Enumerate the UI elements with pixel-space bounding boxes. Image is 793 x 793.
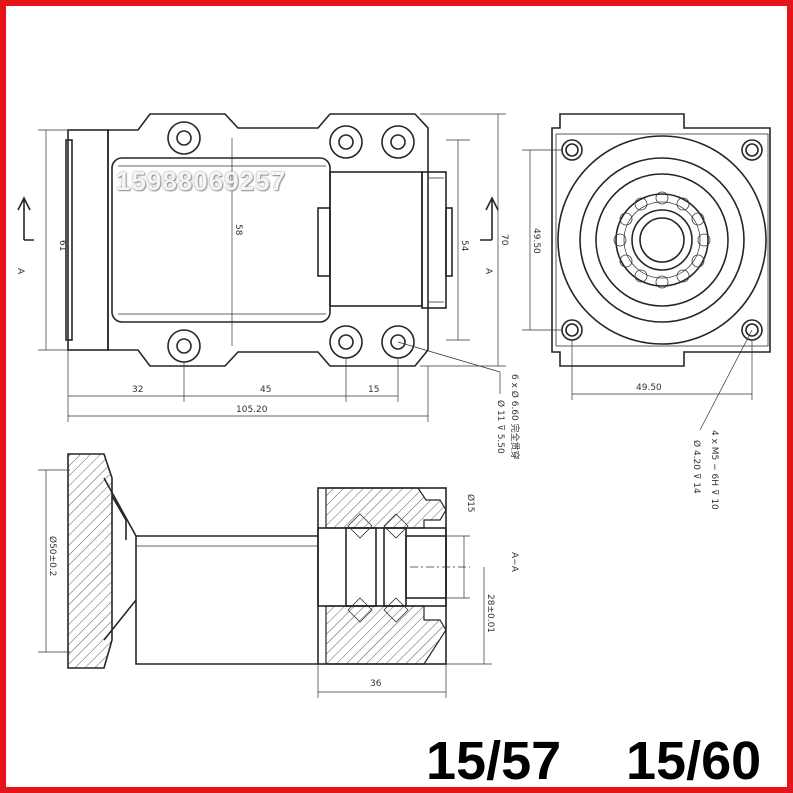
front-hole-callout-2: Ø 11 ⊽ 5.50 [495,400,506,454]
section-dim-bore: Ø15 [465,494,476,513]
section-view: Ø50±0.2 Ø15 28±0.01 A−A 36 [38,453,519,698]
end-view-bearing-rollers [613,191,711,289]
section-mark-right: A [483,268,493,275]
section-title: A−A [509,552,519,573]
model-label-right: 15/60 [626,731,762,791]
dim-seg-b: 45 [260,385,271,395]
dim-total-length: 105.20 [236,405,268,415]
dim-seg-a: 32 [132,385,143,395]
front-body-outline [107,113,429,367]
front-hole-callout-1: 6 x Ø 6.60 完全贯穿 [509,374,521,460]
dim-seg-c: 15 [368,385,379,395]
phone-watermark: 15988069257 [116,166,287,196]
end-dim-height: 49.50 [531,228,541,254]
end-hole-callout-2: Ø 4.20 ⊽ 14 [691,440,702,494]
model-label-left: 15/57 [426,731,562,791]
end-dim-width: 49.50 [636,383,662,393]
end-view: 49.50 49.50 4 x M5 − 6H ⊽ 10 Ø 4.20 ⊽ 14 [522,113,771,510]
end-view-square [551,113,771,367]
dim-height-inner: 58 [233,224,243,236]
dim-height-body: 61 [57,240,67,251]
dim-height-outer: 70 [499,234,509,246]
section-dim-center-height: 28±0.01 [485,594,495,633]
section-dim-flange-dia: Ø50±0.2 [47,536,58,576]
end-hole-callout-1: 4 x M5 − 6H ⊽ 10 [709,430,719,510]
front-flange [67,129,109,351]
dim-height-mid: 54 [459,240,469,252]
front-view: 61 58 54 70 A A 32 45 15 105.20 6 x Ø 6.… [15,113,521,460]
section-mark-left: A [15,268,25,275]
section-dim-bearing-width: 36 [370,679,382,689]
